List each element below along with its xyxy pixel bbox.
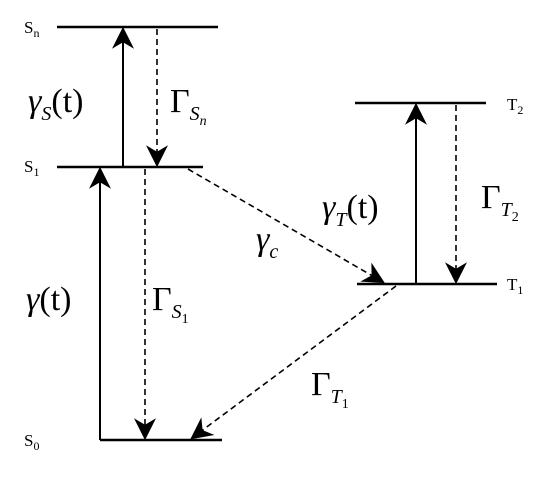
label-gamma-t: γT(t): [322, 189, 379, 231]
level-label-sn: Sn: [24, 18, 39, 40]
label-gamma-s: γS(t): [28, 83, 84, 125]
label-Gamma-t2: ΓT2: [481, 179, 519, 225]
level-label-s0: S0: [24, 431, 39, 453]
level-label-t2: T2: [507, 95, 523, 117]
level-label-t1: T1: [507, 275, 523, 297]
level-label-s1: S1: [24, 157, 39, 179]
arrow-s1-to-t1: [187, 168, 385, 284]
label-Gamma-s1: ΓS1: [152, 281, 189, 327]
arrow-t1-to-s0: [190, 285, 397, 440]
label-gamma-c: γc: [256, 221, 278, 263]
label-Gamma-t1: ΓT1: [311, 366, 349, 412]
label-Gamma-sn: ΓSn: [170, 83, 207, 129]
label-gamma: γ(t): [26, 281, 72, 318]
